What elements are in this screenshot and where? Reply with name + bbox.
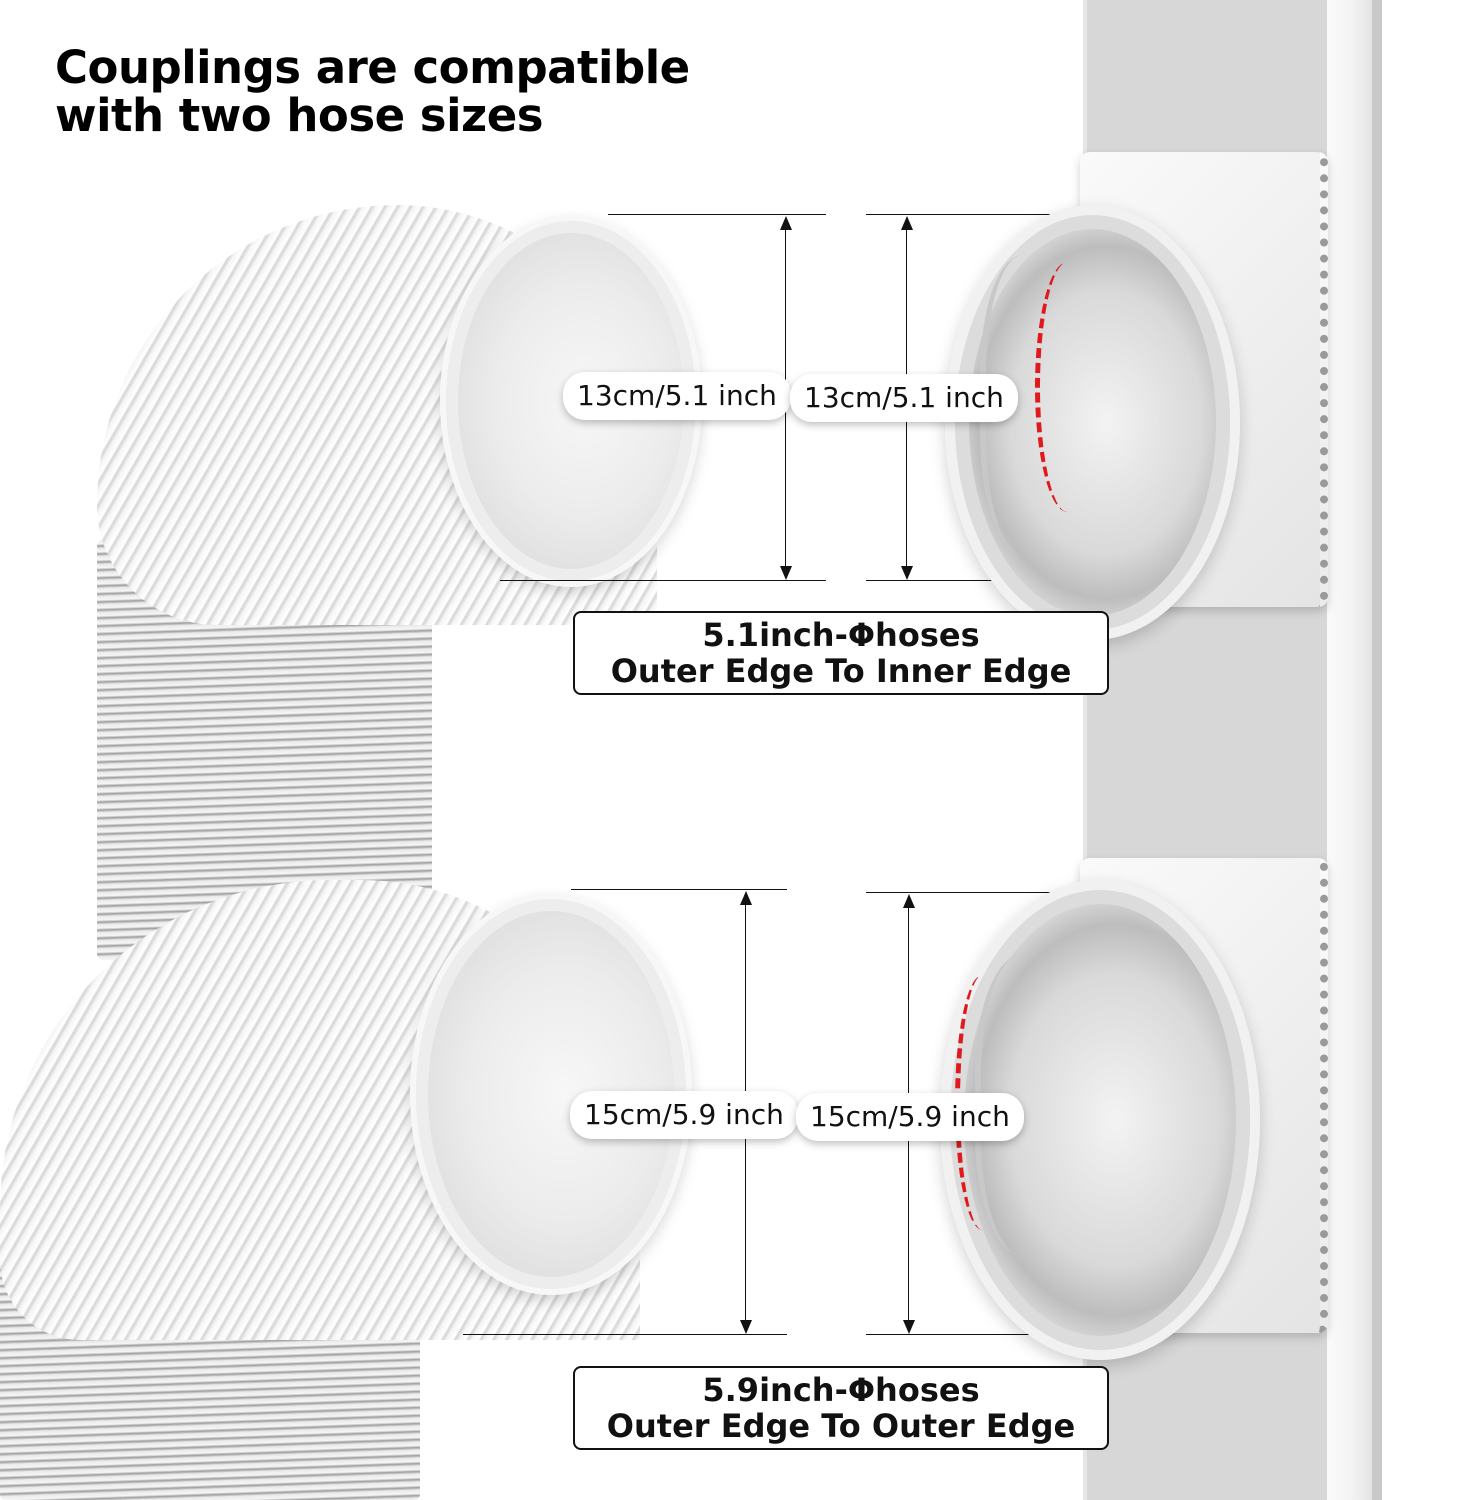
caption-bottom-line-2: Outer Edge To Outer Edge — [606, 1407, 1076, 1445]
caption-top-line-2: Outer Edge To Inner Edge — [610, 652, 1072, 690]
headline-line-2: with two hose sizes — [55, 89, 544, 142]
dim-line-bottom-coupling-upper — [866, 892, 1056, 893]
arrow-down-icon — [901, 566, 913, 580]
arrow-down-icon — [780, 566, 792, 580]
arrow-up-icon — [903, 894, 915, 908]
caption-top: 5.1inch-Φhoses Outer Edge To Inner Edge — [573, 611, 1109, 695]
hose-size-label-top: 13cm/5.1 inch — [563, 372, 791, 420]
caption-bottom: 5.9inch-Φhoses Outer Edge To Outer Edge — [573, 1366, 1109, 1450]
fit-arrow-icon — [1035, 262, 1100, 512]
dim-line-top-hose-upper — [608, 214, 826, 215]
window-frame — [1327, 0, 1372, 1500]
caption-top-line-1: 5.1inch-Φhoses — [702, 616, 980, 654]
arrow-up-icon — [780, 216, 792, 230]
window-frame-right — [1382, 0, 1457, 1500]
headline-line-1: Couplings are compatible — [55, 41, 690, 94]
dim-line-bottom-coupling-lower — [866, 1334, 1076, 1335]
headline: Couplings are compatible with two hose s… — [55, 44, 690, 140]
dim-line-top-coupling-upper — [866, 214, 1118, 215]
dim-line-top-hose-lower — [500, 580, 826, 581]
arrow-down-icon — [740, 1320, 752, 1334]
caption-bottom-line-1: 5.9inch-Φhoses — [702, 1371, 980, 1409]
arrow-up-icon — [901, 216, 913, 230]
coupling-size-label-top: 13cm/5.1 inch — [790, 374, 1018, 422]
hose-size-label-bottom: 15cm/5.9 inch — [570, 1091, 798, 1139]
dim-line-bottom-hose-upper — [571, 889, 787, 890]
arrow-down-icon — [903, 1320, 915, 1334]
window-frame-edge — [1372, 0, 1382, 1500]
dim-line-bottom-hose-lower — [463, 1334, 787, 1335]
arrow-up-icon — [740, 891, 752, 905]
coupling-size-label-bottom: 15cm/5.9 inch — [796, 1093, 1024, 1141]
